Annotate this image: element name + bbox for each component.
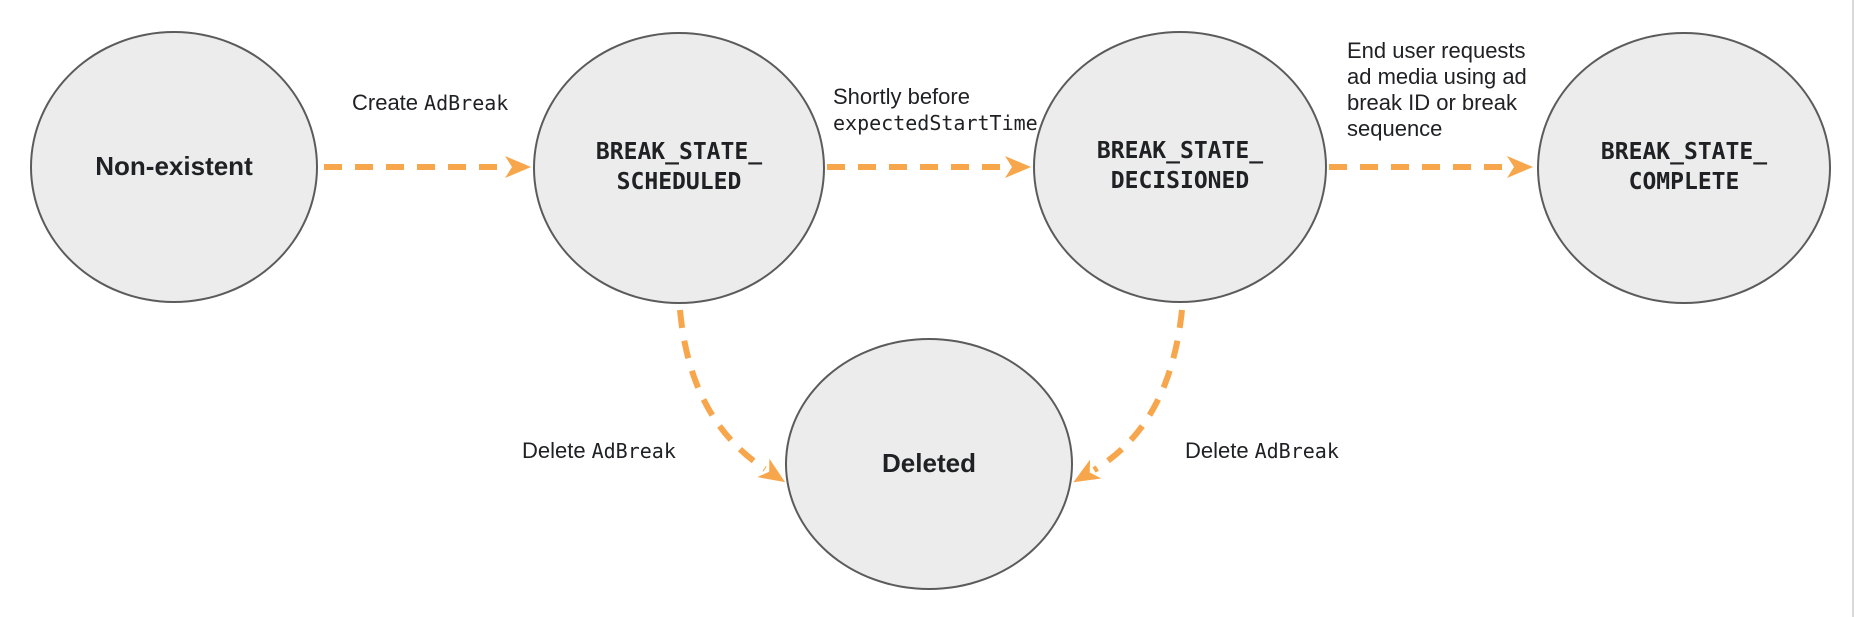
transition-label-delete-adbreak-right-plain: Delete [1185, 438, 1249, 463]
transition-label-delete-adbreak-left-plain: Delete [522, 438, 586, 463]
transition-label-delete-adbreak-right: Delete AdBreak [1185, 438, 1339, 464]
transition-label-shortly-before: Shortly before expectedStartTime [833, 84, 1038, 136]
state-label-break-state-decisioned: BREAK_STATE_ DECISIONED [1096, 138, 1264, 194]
state-label-non-existent: Non-existent [95, 151, 253, 182]
state-label-deleted: Deleted [882, 448, 976, 479]
state-label-break-state-scheduled: BREAK_STATE_ SCHEDULED [595, 139, 763, 195]
transition-label-delete-adbreak-left-code: AdBreak [591, 439, 676, 463]
transition-label-create-adbreak: Create AdBreak [352, 90, 508, 116]
transition-label-delete-adbreak-left: Delete AdBreak [522, 438, 676, 464]
arrow-scheduled-to-deleted [677, 309, 786, 483]
state-node-break-state-complete: BREAK_STATE_ COMPLETE [1537, 32, 1831, 304]
transition-label-create-adbreak-plain: Create [352, 90, 419, 115]
transition-label-create-adbreak-code: AdBreak [424, 91, 509, 115]
state-label-break-state-complete: BREAK_STATE_ COMPLETE [1600, 139, 1768, 195]
transition-label-delete-adbreak-right-code: AdBreak [1254, 439, 1339, 463]
transition-label-shortly-before-plain: Shortly before [833, 84, 970, 109]
transition-label-end-user-requests: End user requests ad media using ad brea… [1347, 38, 1527, 141]
state-node-non-existent: Non-existent [30, 31, 318, 303]
transition-label-shortly-before-code: expectedStartTime [833, 111, 1038, 135]
state-node-break-state-scheduled: BREAK_STATE_ SCHEDULED [533, 32, 825, 304]
arrow-decisioned-to-deleted [1073, 309, 1185, 483]
page-divider-line [1852, 0, 1854, 617]
state-node-deleted: Deleted [785, 338, 1073, 590]
state-node-break-state-decisioned: BREAK_STATE_ DECISIONED [1033, 31, 1327, 303]
